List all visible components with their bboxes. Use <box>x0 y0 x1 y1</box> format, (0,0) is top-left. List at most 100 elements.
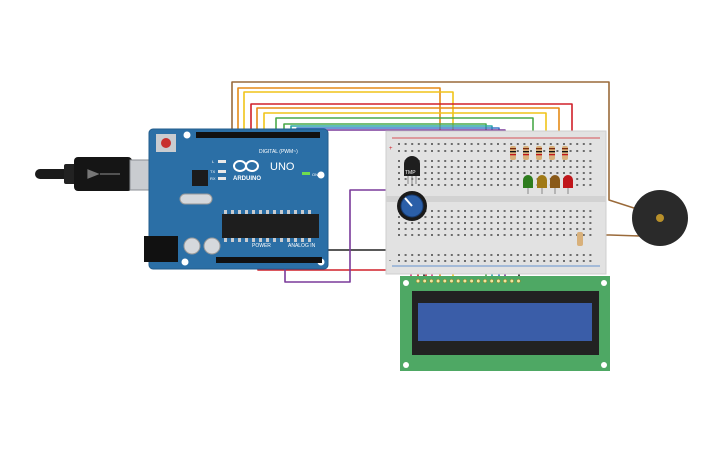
breadboard-hole <box>530 228 532 230</box>
lcd-pin[interactable] <box>449 278 454 284</box>
breadboard-hole <box>470 160 473 162</box>
breadboard-hole <box>523 160 526 162</box>
digital-header[interactable] <box>196 132 320 138</box>
breadboard-hole <box>431 172 433 174</box>
breadboard-hole <box>582 228 585 230</box>
breadboard-hole <box>464 234 466 236</box>
breadboard-hole <box>576 166 579 168</box>
breadboard-hole <box>556 160 559 162</box>
lcd-pin[interactable] <box>496 278 501 284</box>
power-analog-header[interactable] <box>216 257 322 263</box>
breadboard-hole <box>582 216 585 218</box>
breadboard-hole <box>404 222 407 224</box>
breadboard-hole <box>437 172 440 174</box>
resistor[interactable] <box>577 232 583 246</box>
breadboard-hole <box>404 234 407 236</box>
resistor-band <box>536 148 542 150</box>
resistor-band <box>562 148 568 150</box>
piezo-buzzer[interactable] <box>632 190 688 246</box>
breadboard-hole <box>523 143 526 145</box>
analog-label: ANALOG IN <box>288 243 316 249</box>
breadboard-hole <box>457 184 460 186</box>
power-jack[interactable] <box>144 236 178 262</box>
lcd-pin[interactable] <box>503 278 508 284</box>
breadboard-hole <box>549 222 552 224</box>
breadboard-hole <box>569 143 572 145</box>
breadboard-hole <box>457 234 460 236</box>
breadboard-hole <box>490 166 493 168</box>
breadboard-hole <box>510 143 513 145</box>
breadboard-hole <box>431 178 433 180</box>
resistor[interactable] <box>523 146 529 160</box>
lcd-pin[interactable] <box>429 278 434 284</box>
breadboard-hole <box>417 178 420 180</box>
lcd-pin[interactable] <box>436 278 441 284</box>
breadboard-hole <box>536 260 539 262</box>
potentiometer[interactable] <box>397 191 427 221</box>
lcd-pin[interactable] <box>456 278 461 284</box>
lcd-pin[interactable] <box>442 278 447 284</box>
lcd-pin[interactable] <box>489 278 494 284</box>
lcd-pin[interactable] <box>422 278 427 284</box>
resistor[interactable] <box>549 146 555 160</box>
breadboard-hole <box>549 254 552 256</box>
arduino-logo-icon <box>233 160 259 172</box>
breadboard-hole <box>470 216 473 218</box>
breadboard-hole <box>523 254 526 256</box>
mount-hole <box>183 131 191 139</box>
led[interactable] <box>563 175 573 188</box>
resistor[interactable] <box>562 146 568 160</box>
breadboard-hole <box>431 234 433 236</box>
breadboard-hole <box>516 178 519 180</box>
lcd-pin[interactable] <box>469 278 474 284</box>
breadboard-hole <box>470 260 473 262</box>
breadboard-hole <box>576 228 579 230</box>
mount-hole <box>601 280 607 286</box>
breadboard-hole <box>483 184 486 186</box>
breadboard-hole <box>431 260 433 262</box>
wire-red-pin10[interactable] <box>250 103 573 147</box>
resistor[interactable] <box>536 146 542 160</box>
lcd-pin[interactable] <box>415 278 421 284</box>
lcd-16x2[interactable] <box>400 276 610 371</box>
led[interactable] <box>537 175 547 188</box>
breadboard-hole <box>398 178 400 180</box>
arduino-uno[interactable]: ARDUINO UNO DIGITAL (PWM~) POWER ANALOG … <box>35 128 329 270</box>
led[interactable] <box>550 175 560 188</box>
breadboard-hole <box>417 184 420 186</box>
breadboard-hole <box>497 234 499 236</box>
breadboard-hole <box>444 234 447 236</box>
breadboard-hole <box>516 160 519 162</box>
lcd-pin[interactable] <box>516 278 521 284</box>
breadboard-hole <box>490 260 493 262</box>
breadboard-hole <box>464 210 466 212</box>
breadboard-hole <box>576 260 579 262</box>
resistor[interactable] <box>510 146 516 160</box>
lcd-pin[interactable] <box>476 278 481 284</box>
breadboard-hole <box>477 210 480 212</box>
wire-brown-buzzer[interactable] <box>231 81 641 211</box>
lcd-pin[interactable] <box>462 278 467 284</box>
breadboard-hole <box>404 254 407 256</box>
lcd-pin[interactable] <box>482 278 488 284</box>
breadboard-hole <box>411 254 414 256</box>
breadboard-hole <box>523 260 526 262</box>
breadboard-hole <box>530 216 532 218</box>
resistor-band <box>536 151 542 153</box>
breadboard-hole <box>470 228 473 230</box>
breadboard-hole <box>464 166 466 168</box>
wire-yellow-pin8[interactable] <box>263 112 547 147</box>
breadboard-hole <box>483 260 486 262</box>
breadboard-hole <box>450 184 453 186</box>
temperature-sensor[interactable]: TMP <box>404 156 420 184</box>
breadboard-hole <box>437 216 440 218</box>
breadboard-hole <box>444 178 447 180</box>
wire-orange-pin9[interactable] <box>256 107 560 147</box>
capacitor <box>183 237 201 255</box>
breadboard-hole <box>536 172 539 174</box>
breadboard-hole <box>483 178 486 180</box>
lcd-pin[interactable] <box>509 278 514 284</box>
breadboard-hole <box>497 178 499 180</box>
led[interactable] <box>523 175 533 188</box>
reset-button-cap[interactable] <box>161 138 171 148</box>
